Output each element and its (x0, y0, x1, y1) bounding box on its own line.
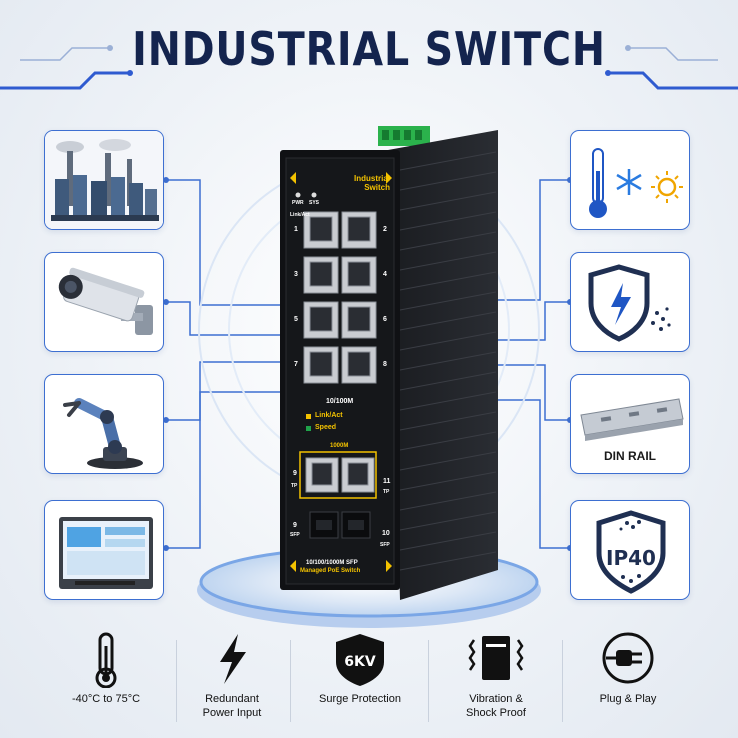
switch-footer-line2: Managed PoE Switch (300, 568, 361, 574)
pwr-led-label: PWR (292, 200, 304, 206)
circuit-decoration-left (0, 45, 133, 90)
feature-temperature (570, 130, 690, 230)
page-title: INDUSTRIAL SWITCH (132, 22, 606, 76)
feature-text: -40°C to 75°C (71, 693, 141, 705)
feature-text: Redundant Power Input (202, 693, 262, 719)
port-number-label: 10 (382, 530, 390, 537)
security-camera-icon (58, 267, 153, 335)
port-number-label: 4 (383, 271, 387, 278)
thermometer-snowflake-sun-icon (589, 148, 683, 218)
feature-protection (570, 252, 690, 352)
application-robot-arm (44, 374, 164, 474)
din-rail-icon (580, 398, 684, 441)
link-act-small-label: Link/Act (290, 212, 310, 218)
rj45-port-socket (347, 351, 371, 377)
legend-speed: Speed (315, 424, 337, 431)
uplink-label-1000m: 1000M (330, 443, 349, 449)
rj45-port-socket (347, 261, 371, 287)
port-number-label: 9 (293, 522, 297, 529)
ip-shield-icon: IP40 (596, 510, 666, 594)
port-number-label: 11 (383, 478, 391, 485)
rj45-port-socket (309, 261, 333, 287)
feature-redundant-power: Redundant Power Input (162, 628, 302, 720)
port-number-label: 2 (383, 226, 387, 233)
rj45-port-socket (347, 216, 371, 242)
legend-link-act: Link/Act (315, 412, 343, 419)
factory-icon (45, 131, 163, 229)
lightning-icon (220, 634, 246, 684)
tp-label-left: TP (291, 483, 298, 489)
hmi-touchscreen-icon (59, 517, 153, 589)
plug-icon (602, 632, 654, 684)
feature-din-rail: DIN RAIL (570, 374, 690, 474)
rj45-port-socket (309, 306, 333, 332)
thermometer-icon (95, 632, 117, 689)
port-number-label: 6 (383, 316, 387, 323)
port-number-label: 3 (294, 271, 298, 278)
shield-lightning-icon (588, 264, 671, 342)
feature-text: Surge Protection (319, 693, 401, 705)
switch-footer-line1: 10/100/1000M SFP (306, 560, 358, 566)
rj45-port-socket (309, 351, 333, 377)
vibration-icon (468, 636, 524, 680)
application-hmi-panel (44, 500, 164, 600)
speed-label-10-100: 10/100M (326, 398, 354, 405)
port-number-label: 8 (383, 361, 387, 368)
din-rail-label: DIN RAIL (604, 449, 656, 463)
sfp-label-right: SFP (380, 542, 390, 548)
port-number-label: 1 (294, 226, 298, 233)
sys-led-label: SYS (309, 200, 320, 206)
surge-badge-text: 6KV (344, 654, 376, 670)
feature-plug-and-play: Plug & Play (558, 628, 698, 706)
port-number-label: 5 (294, 316, 298, 323)
sfp-label-left: SFP (290, 532, 300, 538)
tp-label-right: TP (383, 489, 390, 495)
shield-6kv-icon: 6KV (336, 634, 384, 686)
feature-temperature-range: -40°C to 75°C (36, 628, 176, 706)
feature-vibration: Vibration & Shock Proof (426, 628, 566, 720)
circuit-decoration-right (605, 45, 738, 90)
ip-rating-text: IP40 (606, 546, 656, 570)
application-cctv-camera (44, 252, 164, 352)
port-number-label: 7 (294, 361, 298, 368)
robot-arm-icon (63, 398, 143, 469)
rj45-port-socket (311, 462, 333, 486)
port-number-label: 9 (293, 470, 297, 477)
switch-brand-label: Industrial Switch (353, 174, 390, 192)
rj45-port-socket (347, 462, 369, 486)
feature-text: Vibration & Shock Proof (466, 693, 526, 719)
feature-ip-rating: IP40 (570, 500, 690, 600)
feature-surge-protection: 6KV Surge Protection (290, 628, 430, 706)
feature-text: Plug & Play (599, 693, 657, 705)
rj45-port-socket (347, 306, 371, 332)
application-factory (44, 130, 164, 230)
rj45-port-socket (309, 216, 333, 242)
